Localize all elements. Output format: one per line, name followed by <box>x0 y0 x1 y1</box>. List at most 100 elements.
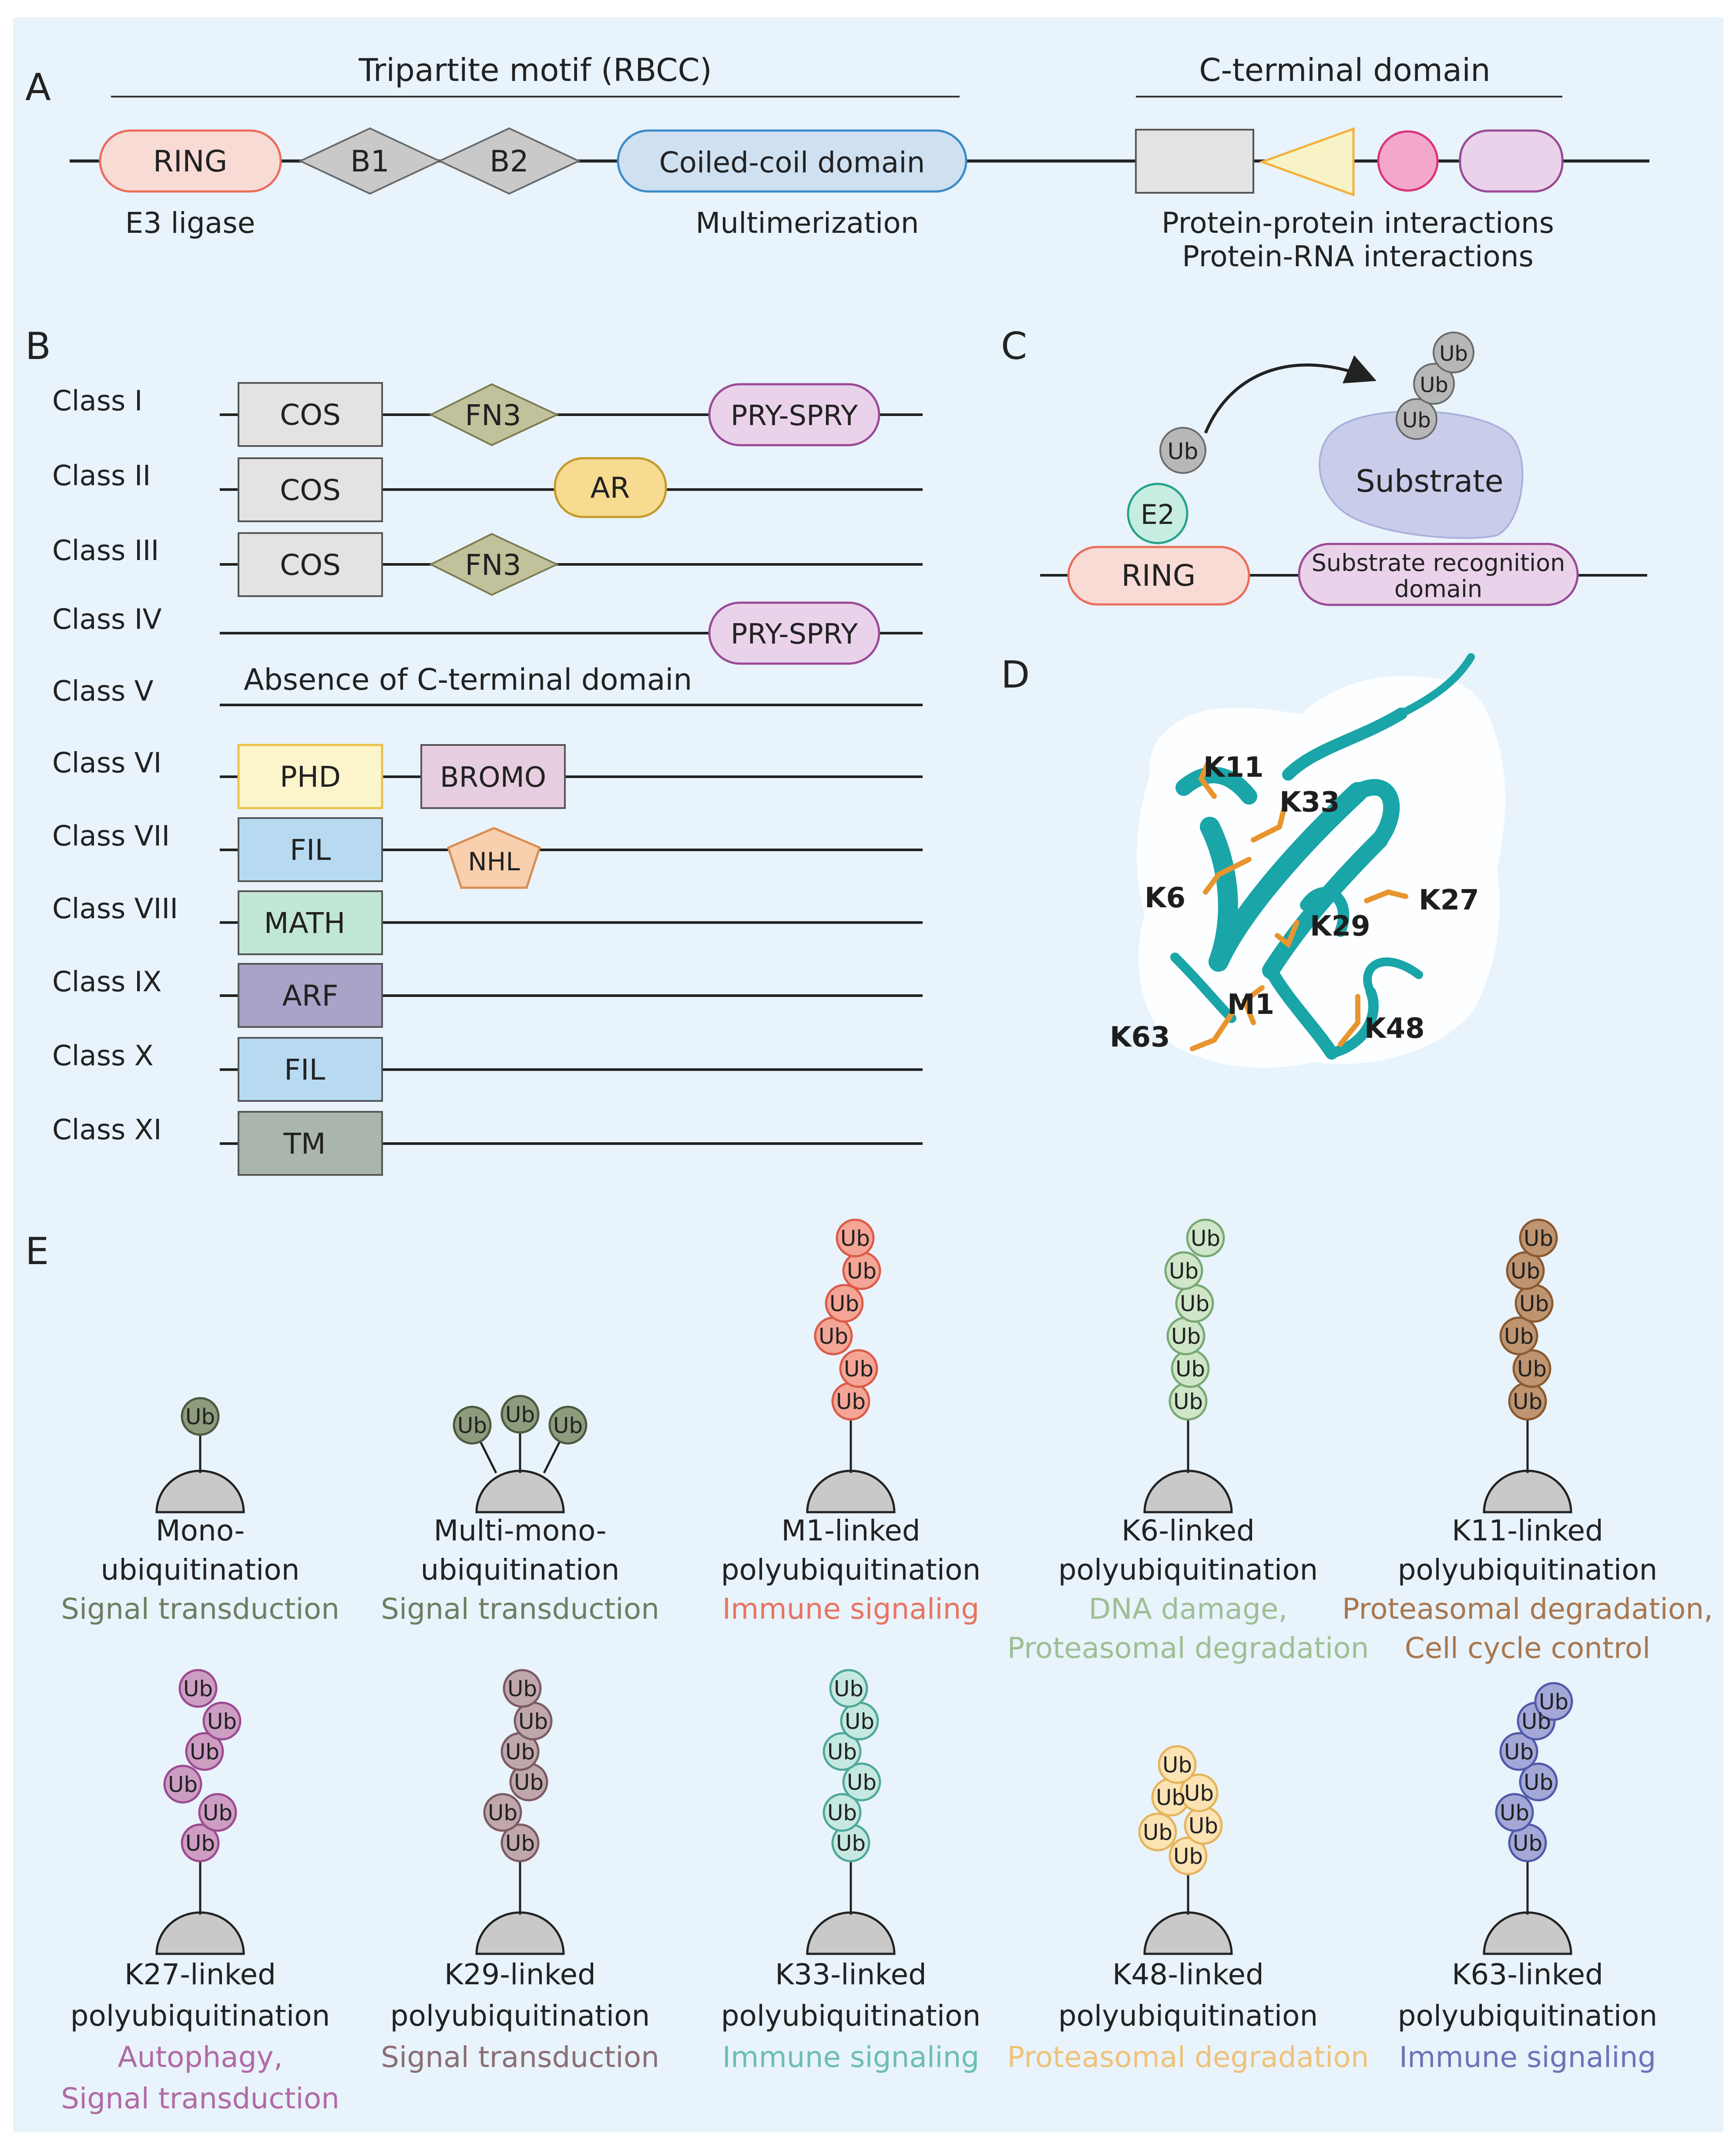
panel-d: D K11 K33 K6 K27 <box>1001 653 1505 1068</box>
ub-bead <box>1179 1773 1219 1812</box>
bromo-label-class-6: BROMO <box>440 762 546 794</box>
substrate-ub-2 <box>1413 363 1455 405</box>
ub-bead-label: Ub <box>457 1413 487 1438</box>
ub-bead-label: Ub <box>1173 1389 1203 1414</box>
ub-bead-label: Ub <box>1513 1831 1542 1856</box>
ub-bead <box>1169 1836 1208 1876</box>
ring-label-c: RING <box>1122 559 1196 593</box>
ub-bead <box>453 1406 492 1445</box>
substrate-ub-3 <box>1433 332 1474 373</box>
ub-bead <box>198 1793 237 1832</box>
class-label-3: Class III <box>52 535 159 567</box>
ub-bead <box>1534 1682 1573 1721</box>
ub-item-title-2: polyubiquitination <box>390 1999 650 2033</box>
ub-item-title-1: M1-linked <box>781 1514 920 1547</box>
ub-bead-label: Ub <box>1189 1813 1218 1839</box>
ub-item-function-2: Signal transduction <box>61 2082 339 2115</box>
fn3-class-3 <box>429 533 559 596</box>
recognition-label-1: Substrate recognition <box>1312 549 1565 577</box>
ub-bead-label: Ub <box>1175 1356 1205 1382</box>
ub-item-title-2: polyubiquitination <box>1398 1553 1658 1587</box>
class-label-7: Class VII <box>52 820 170 852</box>
transfer-arrow <box>1204 355 1377 434</box>
ub-bead-label: Ub <box>847 1770 876 1795</box>
ub-bead-label: Ub <box>185 1831 215 1856</box>
ub-item-10: UbUbUbUbUbUbK63-linkedpolyubiquitination… <box>1398 1682 1658 2074</box>
ub-bead-label: Ub <box>203 1800 232 1825</box>
ub-bead-label: Ub <box>829 1291 859 1316</box>
ub-item-title-1: K11-linked <box>1452 1514 1603 1547</box>
ub-bead-label: Ub <box>1513 1389 1542 1414</box>
ub-item-title-2: polyubiquitination <box>721 1999 981 2033</box>
cterm-title: C-terminal domain <box>1199 52 1491 88</box>
ub-bead <box>500 1395 540 1434</box>
ub-bead-label: Ub <box>507 1676 537 1701</box>
coiled-coil-label: Coiled-coil domain <box>659 146 925 179</box>
ub-bead-label: Ub <box>190 1739 219 1765</box>
e2-label: E2 <box>1141 499 1175 530</box>
ub-bead-label: Ub <box>844 1356 873 1382</box>
ub-on-e2 <box>1159 427 1206 474</box>
ub-item-title-2: polyubiquitination <box>1398 1999 1658 2033</box>
recognition-label-2: domain <box>1394 575 1482 603</box>
ub-bead <box>842 1762 881 1802</box>
ub-item-function-1: Proteasomal degradation <box>1007 2040 1369 2074</box>
cos-box-class-2 <box>238 457 383 522</box>
tripartite-title: Tripartite motif (RBCC) <box>358 52 712 88</box>
ub-item-function-1: Immune signaling <box>722 1592 980 1626</box>
ub-item-function-1: Immune signaling <box>722 2040 980 2074</box>
ub-bead-label: Ub <box>168 1772 198 1797</box>
ub-bead-label: Ub <box>183 1676 213 1701</box>
fil-class-10 <box>238 1037 383 1102</box>
panel-d-letter: D <box>1001 653 1030 697</box>
lysine-sidechains <box>1190 761 1408 1051</box>
ub-bead <box>181 1823 220 1862</box>
ub-item-title-1: K27-linked <box>124 1958 276 1991</box>
residue-k11: K11 <box>1203 752 1264 784</box>
ub-bead-label: Ub <box>845 1709 874 1734</box>
substrate-dome <box>806 1911 896 1955</box>
ub-bead-label: Ub <box>1524 1226 1553 1251</box>
ub-bead <box>178 1669 218 1708</box>
ub-bead-label: Ub <box>836 1389 866 1414</box>
fn3-label-class-3: FN3 <box>465 548 521 582</box>
ub-bead-label: Ub <box>1169 1258 1199 1284</box>
panel-b-letter: B <box>25 325 51 368</box>
ub-item-function-1: Autophagy, <box>118 2040 282 2074</box>
prysp-label-class-1: PRY-SPRY <box>731 400 858 432</box>
ub-item-function-1: Immune signaling <box>1399 2040 1656 2074</box>
ub-item-3: UbUbUbUbUbUbM1-linkedpolyubiquitinationI… <box>721 1218 980 1626</box>
cterm-triangle <box>1259 127 1355 197</box>
ub-bead <box>823 1793 862 1832</box>
substrate-ub-1-label: Ub <box>1402 408 1431 433</box>
ub-bead <box>1519 1218 1558 1258</box>
residue-k6: K6 <box>1145 882 1185 914</box>
ub-item-function-1: Signal transduction <box>381 1592 659 1626</box>
bromo-class-6 <box>420 744 566 809</box>
ub-bead <box>829 1669 868 1708</box>
ub-bead-label: Ub <box>1539 1689 1568 1714</box>
ring-caption: E3 ligase <box>125 206 255 240</box>
ub-bead <box>163 1765 202 1804</box>
fil-label-class-10: FIL <box>284 1053 325 1087</box>
ub-item-function-1: Signal transduction <box>61 1592 339 1626</box>
arf-label-class-9: ARF <box>282 979 339 1013</box>
ub-bead <box>500 1823 540 1862</box>
ub-bead-label: Ub <box>514 1770 544 1795</box>
cterm-pink-circle <box>1377 130 1439 192</box>
panel-e-letter: E <box>25 1230 49 1273</box>
b1-box-label: B1 <box>350 144 390 179</box>
cos-box-class-1 <box>238 382 383 447</box>
ub-bead-label: Ub <box>1519 1291 1549 1316</box>
ub-bead <box>1158 1745 1197 1784</box>
ub-bead-label: Ub <box>505 1402 535 1427</box>
fil-label-class-7: FIL <box>290 833 331 867</box>
ub-bead-label: Ub <box>553 1413 583 1438</box>
class-label-4: Class IV <box>52 604 162 636</box>
